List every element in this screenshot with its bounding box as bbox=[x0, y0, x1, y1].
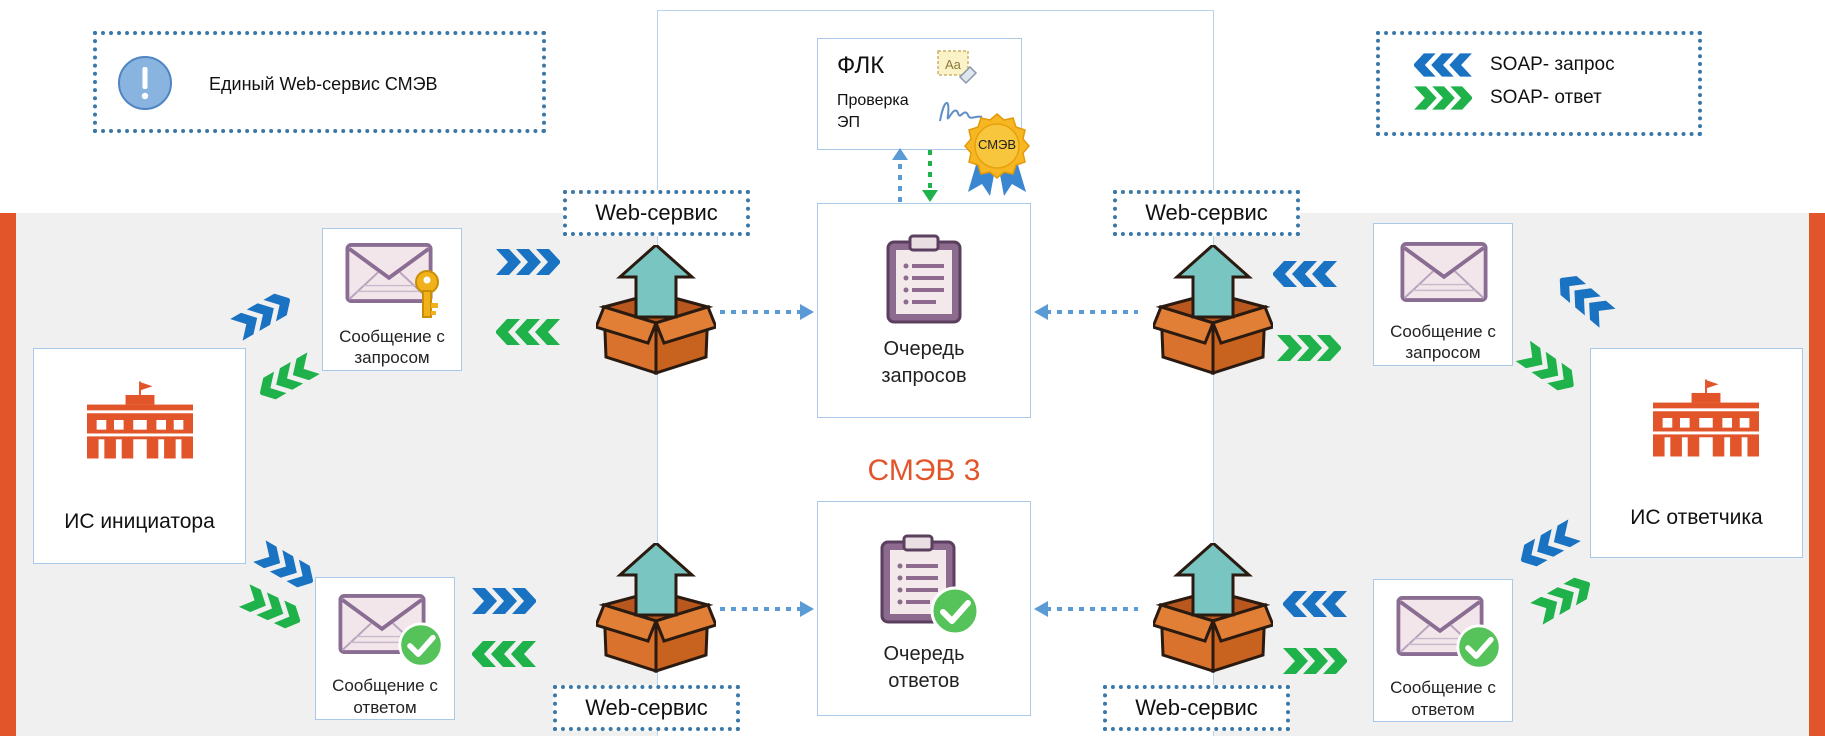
message-request-left-line2: запросом bbox=[354, 348, 430, 367]
left-accent-bar bbox=[0, 213, 16, 736]
signature-icon bbox=[939, 102, 983, 122]
message-request-right: Сообщение с запросом bbox=[1373, 223, 1513, 366]
smev3-title: СМЭВ 3 bbox=[867, 454, 981, 487]
web-service-label-top-left: Web-сервис bbox=[563, 190, 750, 236]
legend-response-label: SOAP- ответ bbox=[1490, 87, 1602, 108]
message-response-left: Сообщение с ответом bbox=[315, 577, 455, 720]
requests-queue-clipboard-icon bbox=[884, 234, 964, 324]
web-service-label-top-right: Web-сервис bbox=[1113, 190, 1300, 236]
font-check-icon: Aa bbox=[937, 50, 978, 85]
connector-top-right-to-requests bbox=[1034, 304, 1138, 320]
flk-queue-arrows bbox=[892, 148, 938, 202]
legend-single-web-service-text: Единый Web-сервис СМЭВ bbox=[209, 74, 438, 94]
web-service-parcel-icon-top-left bbox=[596, 245, 716, 375]
soap-response-arrow bbox=[1283, 648, 1347, 674]
message-response-right: Сообщение с ответом bbox=[1373, 579, 1513, 722]
responses-queue-box: Очередь ответов bbox=[817, 501, 1031, 716]
soap-request-arrow bbox=[1283, 591, 1347, 617]
initiator-system-box: ИС инициатора bbox=[33, 348, 246, 564]
web-service-parcel-icon-bottom-right bbox=[1153, 543, 1273, 673]
requests-queue-line1: Очередь bbox=[883, 338, 965, 360]
web-service-parcel-icon-top-right bbox=[1153, 245, 1273, 375]
info-icon bbox=[118, 56, 172, 110]
flk-title: ФЛК bbox=[837, 52, 885, 79]
check-icon bbox=[1456, 624, 1502, 670]
legend-request-label: SOAP- запрос bbox=[1490, 54, 1615, 75]
right-accent-bar bbox=[1809, 213, 1825, 736]
message-response-right-line2: ответом bbox=[1411, 700, 1475, 719]
responses-queue-line1: Очередь bbox=[883, 643, 965, 665]
message-response-left-line2: ответом bbox=[353, 698, 417, 717]
requests-queue-line2: запросов bbox=[881, 365, 967, 387]
responder-label: ИС ответчика bbox=[1630, 506, 1763, 529]
connector-bottom-right-to-responses bbox=[1034, 601, 1138, 617]
building-icon bbox=[1653, 379, 1759, 457]
soap-response-arrow bbox=[1277, 335, 1341, 361]
soap-response-icon bbox=[1414, 86, 1472, 110]
responses-queue-line2: ответов bbox=[888, 670, 960, 692]
web-service-label-bottom-left: Web-сервис bbox=[553, 685, 740, 731]
svg-text:Aa: Aa bbox=[945, 57, 962, 72]
message-request-right-line2: запросом bbox=[1405, 343, 1481, 362]
connector-bottom-left-to-responses bbox=[720, 601, 814, 617]
web-service-label-bottom-right: Web-сервис bbox=[1103, 685, 1290, 731]
legend-single-web-service: Единый Web-сервис СМЭВ bbox=[93, 31, 546, 133]
flk-subtitle-line1: Проверка bbox=[837, 92, 909, 109]
message-request-left: Сообщение с запросом bbox=[322, 228, 462, 371]
soap-request-arrow bbox=[472, 588, 536, 614]
responses-queue-check-icon bbox=[930, 586, 980, 636]
message-response-right-line1: Сообщение с bbox=[1390, 678, 1496, 697]
flk-subtitle-line2: ЭП bbox=[837, 114, 860, 131]
check-icon bbox=[398, 622, 444, 668]
initiator-label: ИС инициатора bbox=[64, 510, 215, 533]
legend-soap: SOAP- запрос SOAP- ответ bbox=[1376, 31, 1702, 136]
soap-request-arrow bbox=[1273, 261, 1337, 287]
smev-seal-text: СМЭВ bbox=[977, 137, 1017, 152]
responder-system-box: ИС ответчика bbox=[1590, 348, 1803, 558]
web-service-parcel-icon-bottom-left bbox=[596, 543, 716, 673]
message-request-right-line1: Сообщение с bbox=[1390, 322, 1496, 341]
key-icon bbox=[415, 270, 439, 318]
smev-seal-icon bbox=[964, 113, 1030, 196]
connector-top-left-to-requests bbox=[720, 304, 814, 320]
message-response-left-line1: Сообщение с bbox=[332, 676, 438, 695]
soap-request-arrow bbox=[496, 249, 560, 275]
soap-response-arrow bbox=[496, 319, 560, 345]
soap-response-arrow bbox=[472, 641, 536, 667]
requests-queue-box: Очередь запросов bbox=[817, 203, 1031, 418]
soap-request-icon bbox=[1414, 53, 1472, 77]
building-icon bbox=[87, 381, 193, 459]
envelope-icon bbox=[1400, 242, 1488, 302]
message-request-left-line1: Сообщение с bbox=[339, 327, 445, 346]
